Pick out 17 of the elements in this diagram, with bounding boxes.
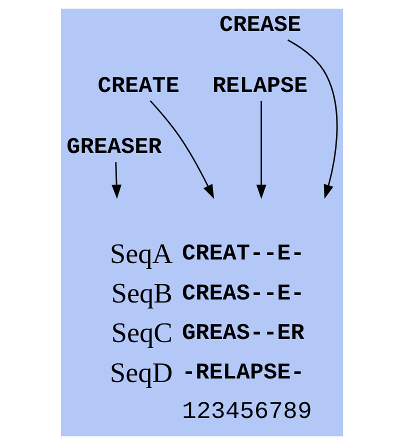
arrow — [150, 100, 214, 199]
node-text: RELAPSE — [212, 72, 308, 99]
label: CREAS--E- — [182, 280, 304, 306]
arrow — [287, 39, 338, 199]
label: SeqD — [110, 358, 173, 389]
node-text: CREASE — [220, 12, 302, 38]
label: SeqA — [110, 238, 173, 270]
node-text: GREASER — [66, 134, 162, 160]
label: SeqC — [111, 318, 173, 350]
label: SeqB — [111, 278, 173, 310]
label: 123456789 — [182, 399, 312, 426]
label: GREAS--ER — [182, 320, 304, 346]
label: CREAT--E- — [182, 240, 304, 267]
node-text: CREATE — [98, 72, 180, 99]
arrow — [256, 100, 266, 199]
arrow — [112, 162, 122, 199]
label: -RELAPSE- — [182, 360, 304, 386]
